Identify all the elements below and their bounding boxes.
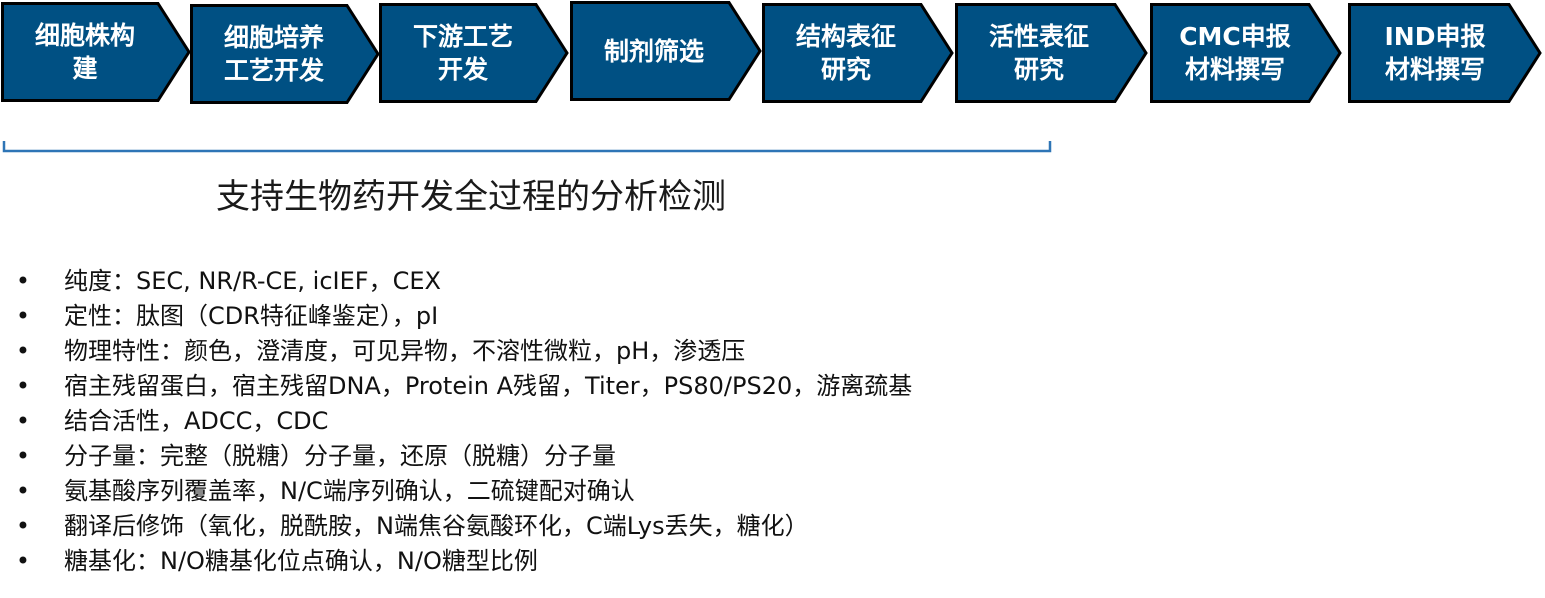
bracket-line <box>2 141 1052 153</box>
flow-step-formulation: 制剂筛选 <box>570 1 762 101</box>
scope-caption: 支持生物药开发全过程的分析检测 <box>216 177 726 217</box>
chevron-shape <box>570 1 762 101</box>
bullet-icon: • <box>15 547 31 575</box>
flow-step-label: 下游工艺 开发 <box>412 22 513 84</box>
chevron-shape <box>379 3 569 103</box>
list-item-text: 糖基化：N/O糖基化位点确认，N/O糖型比例 <box>64 547 538 575</box>
list-item-text: 定性：肽图（CDR特征峰鉴定），pI <box>64 302 439 330</box>
flow-step-label: 活性表征 研究 <box>988 22 1089 84</box>
flow-step-cell-culture: 细胞培养 工艺开发 <box>190 4 380 104</box>
list-item-text: 翻译后修饰（氧化，脱酰胺，N端焦谷氨酸环化，C端Lys丢失，糖化） <box>64 512 809 540</box>
chevron-shape <box>955 3 1148 103</box>
flow-step-label: CMC申报 材料撰写 <box>1179 22 1291 84</box>
flow-step-label: 制剂筛选 <box>603 36 704 66</box>
flow-step-label: 细胞培养 工艺开发 <box>223 23 324 85</box>
bullet-icon: • <box>15 302 31 330</box>
chevron-shape <box>762 3 954 103</box>
flow-step-structure: 结构表征 研究 <box>762 3 954 103</box>
list-item-text: 物理特性：颜色，澄清度，可见异物，不溶性微粒，pH，渗透压 <box>64 337 746 365</box>
scope-bracket <box>2 138 1052 153</box>
list-item-text: 分子量：完整（脱糖）分子量，还原（脱糖）分子量 <box>64 442 616 470</box>
bullet-icon: • <box>15 372 31 400</box>
chevron-shape <box>1348 3 1542 103</box>
bullet-icon: • <box>15 267 31 295</box>
chevron-shape <box>1150 3 1342 103</box>
process-flow: 细胞株构 建 细胞培养 工艺开发 下游工艺 开发 制剂筛选 结构表征 研究 活性… <box>0 0 1545 110</box>
list-item-text: 结合活性，ADCC，CDC <box>64 407 329 435</box>
bullet-icon: • <box>15 442 31 470</box>
list-item-text: 氨基酸序列覆盖率，N/C端序列确认，二硫键配对确认 <box>64 477 635 505</box>
flow-step-downstream: 下游工艺 开发 <box>379 3 569 103</box>
list-item-text: 宿主残留蛋白，宿主残留DNA，Protein A残留，Titer，PS80/PS… <box>64 372 913 400</box>
bullet-icon: • <box>15 477 31 505</box>
flow-step-ind-filing: IND申报 材料撰写 <box>1348 3 1542 103</box>
flow-step-cell-line: 细胞株构 建 <box>1 2 191 102</box>
bullet-icon: • <box>15 337 31 365</box>
bullet-icon: • <box>15 407 31 435</box>
flow-step-label: 细胞株构 建 <box>34 21 135 83</box>
list-item-text: 纯度：SEC, NR/R-CE, icIEF，CEX <box>64 267 441 295</box>
bullet-icon: • <box>15 512 31 540</box>
flow-step-label: IND申报 材料撰写 <box>1384 22 1486 84</box>
flow-step-activity: 活性表征 研究 <box>955 3 1148 103</box>
chevron-shape <box>190 4 380 104</box>
flow-step-label: 结构表征 研究 <box>795 22 896 84</box>
flow-step-cmc-filing: CMC申报 材料撰写 <box>1150 3 1342 103</box>
chevron-shape <box>1 2 191 102</box>
